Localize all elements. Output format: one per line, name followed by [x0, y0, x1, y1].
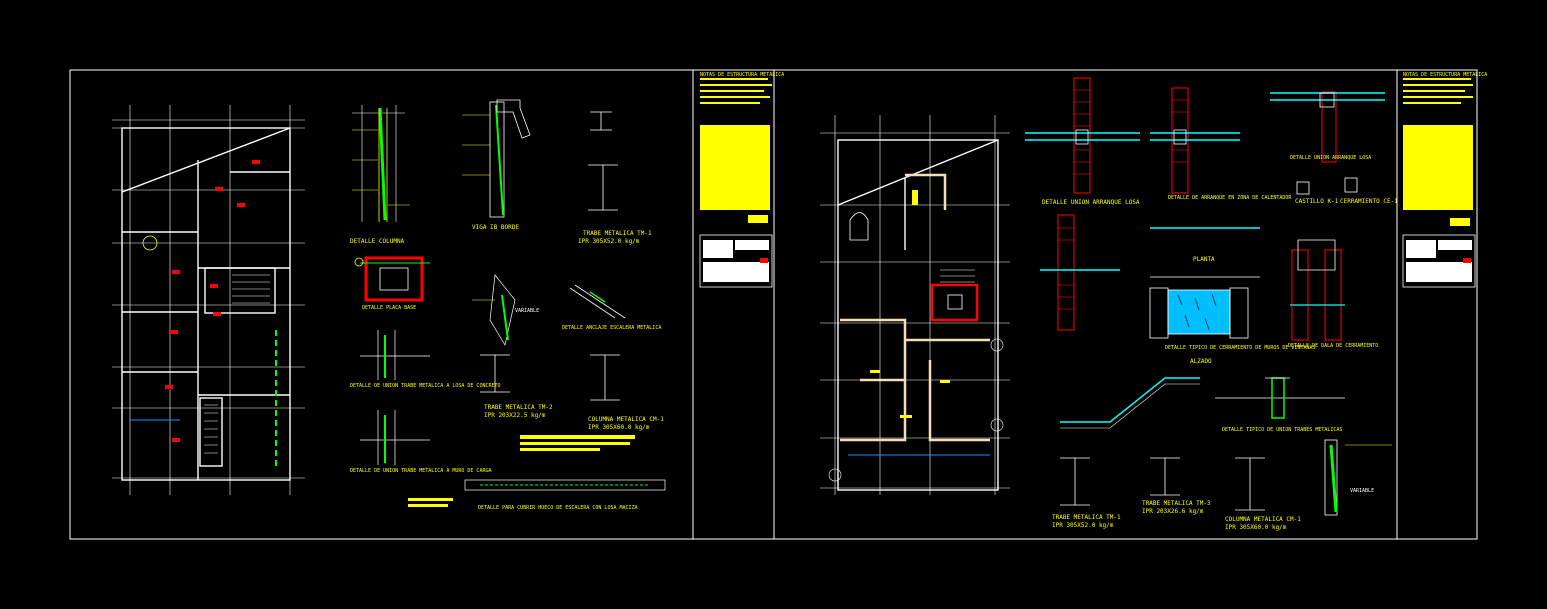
small-castillos: [1296, 177, 1358, 195]
column-base-plan: [354, 256, 430, 302]
label-column-c1-spec-2: IPR 305X60.0 kg/m: [1225, 524, 1287, 531]
label-variable-2: VARIABLE: [1350, 488, 1375, 494]
window-opening-detail: [1149, 276, 1260, 339]
floor-plan-2: [820, 115, 1010, 495]
label-castillo-k1: CASTILLO K-1: [1295, 198, 1339, 205]
column-wall-detail-2: [1324, 439, 1392, 516]
label-union-losa: DETALLE UNION ARRANQUE LOSA: [1042, 199, 1140, 206]
beam-connection-detail: [472, 274, 516, 346]
label-muro-carga: DETALLE DE ARRANQUE EN ZONA DE CALENTADO…: [1168, 195, 1292, 201]
label-slab-detail: DETALLE PARA CUBRIR HUECO DE ESCALERA CO…: [478, 505, 638, 511]
stair-anchor-detail: [569, 284, 626, 319]
structural-notes-1: [700, 78, 772, 223]
label-stair-anchor: DETALLE ANCLAJE ESCALERA METALICA: [562, 325, 662, 331]
brick-castillo-details: [1025, 77, 1385, 331]
label-union-trabe: DETALLE UNION ARRANQUE LOSA: [1290, 155, 1372, 161]
column-elevation-detail: [352, 105, 410, 222]
label-beam-t1: TRABE METALICA TM-1: [583, 230, 652, 237]
label-column-c1: COLUMNA METALICA CM-1: [588, 416, 664, 423]
drawing-frame: [69, 69, 1478, 540]
label-beam-t1-spec: IPR 305X52.0 kg/m: [578, 238, 640, 245]
label-anchor-plate: DETALLE PLACA BASE: [362, 305, 417, 311]
label-dala-detail: DETALLE DE DALA DE CERRAMIENTO: [1288, 343, 1379, 349]
union-details-1: [360, 330, 430, 465]
title-block-2: [1402, 234, 1476, 288]
label-trabe-union-2: DETALLE DE UNION TRABE METALICA A MURO D…: [350, 468, 492, 474]
label-variable-1: VARIABLE: [515, 308, 540, 314]
i-beam-sections-2: [1060, 457, 1265, 511]
title-block-1: [699, 234, 773, 288]
floor-plan-1: [112, 105, 305, 495]
label-trabe-sencilla: DETALLE TIPICO DE UNION TRABES METALICAS: [1222, 427, 1343, 433]
label-trabe-union-1: DETALLE DE UNION TRABE METALICA A LOSA D…: [350, 383, 501, 389]
label-col-section: DETALLE COLUMNA: [350, 238, 405, 245]
label-viga-ib: VIGA IB BORDE: [472, 224, 519, 231]
i-beam-sections-1: [480, 111, 620, 401]
label-beam-t1-spec-2: IPR 305X52.0 kg/m: [1052, 522, 1114, 529]
slab-opening-detail: [408, 435, 666, 507]
viga-ib-detail: [462, 99, 531, 218]
label-column-c1-spec: IPR 305X60.0 kg/m: [588, 424, 650, 431]
label-beam-t2: TRABE METALICA TM-2: [484, 404, 553, 411]
label-beam-t3-spec: IPR 203X26.6 kg/m: [1142, 508, 1204, 515]
label-notes-title-2: NOTAS DE ESTRUCTURA METALICA: [1403, 72, 1488, 78]
cerramiento-arch-detail: [1290, 239, 1345, 341]
label-beam-t3: TRABE METALICA TM-3: [1142, 500, 1211, 507]
trabe-union-detail-2: [1215, 377, 1345, 419]
structural-notes-2: [1403, 78, 1473, 226]
label-column-c1-2: COLUMNA METALICA CM-1: [1225, 516, 1301, 523]
label-planta: PLANTA: [1193, 256, 1215, 263]
stair-ramp-detail: [1060, 377, 1200, 429]
label-detalle-ventanas: DETALLE TIPICO DE CERRAMIENTO DE MUROS D…: [1165, 345, 1316, 351]
label-notes-title-1: NOTAS DE ESTRUCTURA METALICA: [700, 72, 785, 78]
label-beam-t1-2: TRABE METALICA TM-1: [1052, 514, 1121, 521]
label-alzado: ALZADO: [1190, 358, 1212, 365]
label-beam-t2-spec: IPR 203X22.5 kg/m: [484, 412, 546, 419]
label-cerramiento: CERRAMIENTO CE-1: [1340, 198, 1398, 205]
